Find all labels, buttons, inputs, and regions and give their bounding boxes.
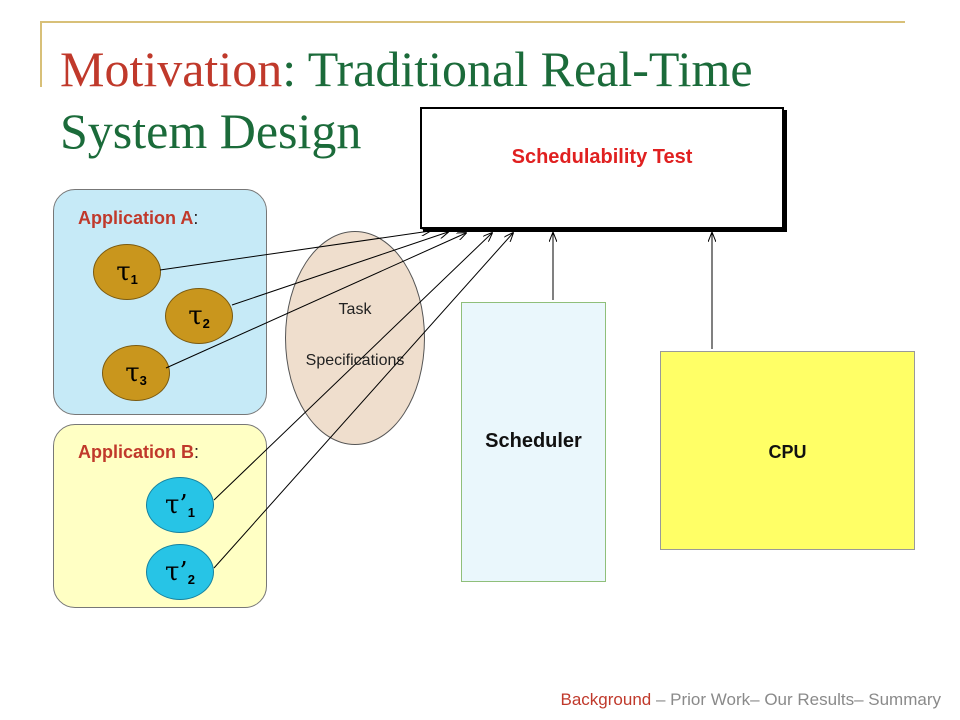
scheduler-label: Scheduler: [485, 430, 582, 452]
task-tau-prime-1: τ’1: [146, 477, 214, 533]
arrow-tau2-to-test: [231, 232, 448, 306]
task-tau-prime-1-symbol: τ’: [165, 490, 188, 520]
application-b-label: Application B:: [78, 442, 199, 463]
task-tau-2-subscript: 2: [202, 315, 210, 331]
schedulability-test-label: Schedulability Test: [511, 146, 693, 168]
task-tau-prime-2-subscript: 2: [187, 571, 195, 587]
task-tau-prime-2-symbol: τ’: [165, 557, 188, 587]
task-tau-prime-1-subscript: 1: [187, 504, 195, 520]
task-specifications-line1: Task: [338, 301, 372, 318]
arrow-tauprime1-to-test: [213, 233, 492, 501]
scheduler-box: [461, 302, 606, 582]
task-tau-1-subscript: 1: [130, 271, 138, 287]
task-tau-1-symbol: τ: [116, 257, 131, 287]
arrow-tau3-to-test: [165, 233, 466, 369]
title-rest: : Traditional Real-Time System Design: [60, 41, 753, 159]
arrow-tau1-to-test: [159, 231, 430, 271]
task-tau-3-symbol: τ: [125, 358, 140, 388]
title-motivation: Motivation: [60, 41, 283, 97]
application-b-colon: :: [194, 442, 200, 462]
nav-summary[interactable]: Summary: [868, 690, 941, 709]
nav-separator-1: –: [651, 690, 671, 709]
slide-title: Motivation: Traditional Real-Time System…: [60, 38, 820, 162]
task-tau-2-symbol: τ: [188, 301, 203, 331]
application-a-name: Application A: [78, 208, 194, 228]
task-specifications-line2: Specifications: [305, 352, 405, 369]
nav-our-results[interactable]: Our Results: [764, 690, 855, 709]
schedulability-test-box: [420, 107, 784, 229]
title-decoration-top: [40, 21, 905, 23]
nav-background[interactable]: Background: [560, 690, 652, 709]
nav-separator-2: –: [750, 690, 765, 709]
task-tau-prime-2: τ’2: [146, 544, 214, 600]
section-navigation: Background – Prior Work– Our Results– Su…: [561, 690, 941, 710]
application-a-label: Application A:: [78, 208, 198, 229]
cpu-box: [660, 351, 915, 550]
nav-prior-work[interactable]: Prior Work: [670, 690, 751, 709]
nav-separator-3: –: [854, 690, 869, 709]
title-decoration-left: [40, 21, 42, 87]
cpu-label: CPU: [768, 442, 807, 462]
arrow-tauprime2-to-test: [213, 233, 513, 569]
application-b-name: Application B: [78, 442, 194, 462]
application-a-colon: :: [193, 208, 199, 228]
task-tau-3-subscript: 3: [139, 372, 147, 388]
